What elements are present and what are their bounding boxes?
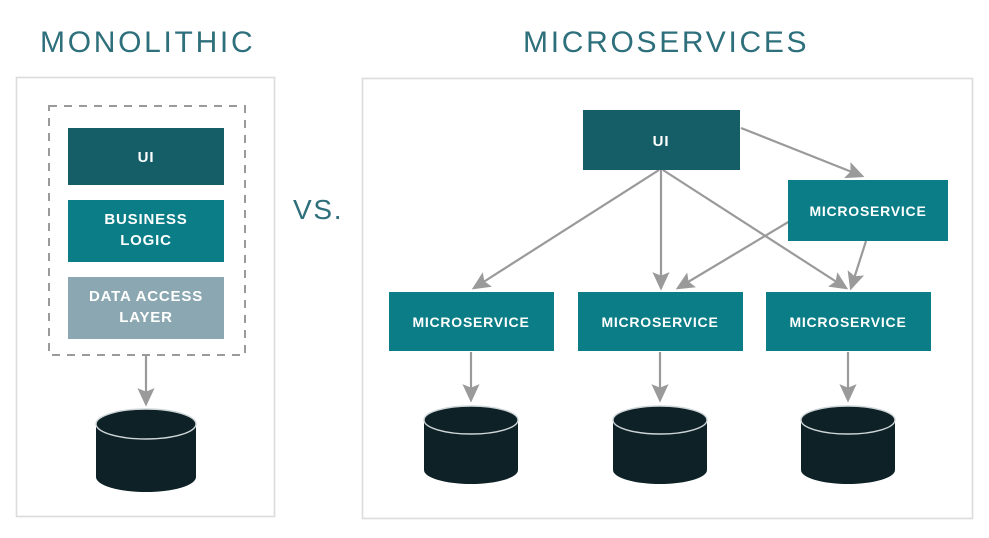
arrow-top-service-to-service-3 [847,240,868,291]
monolith-layer-ui-box [68,128,224,185]
left-panel-title: MONOLITHIC [40,26,255,59]
microservice-1-rect [389,292,554,351]
database-1 [423,405,519,484]
microservices-ui-box-rect [583,110,740,170]
vs-separator-label: VS. [293,194,343,225]
microservice-top-right-rect [788,180,948,241]
microservice-3[interactable]: MICROSERVICE [766,292,931,351]
monolith-layer-data-access[interactable]: DATA ACCESS LAYER [68,277,224,339]
database-3 [800,405,896,484]
monolith-layer-ui[interactable]: UI [68,128,224,185]
arrow-ui-to-service-3 [662,169,849,290]
database-2 [612,405,708,484]
microservice-2-label: MICROSERVICE [601,314,718,330]
arrow-ui-to-top-service [740,126,865,179]
arrow-ui-to-service-1 [471,169,660,290]
monolith-layer-data-access-label-line2: LAYER [119,309,173,326]
monolith-database [95,408,197,492]
microservice-top-right[interactable]: MICROSERVICE [788,180,948,241]
microservices-ui-box[interactable]: UI [583,110,740,170]
microservice-3-rect [766,292,931,351]
arrow-top-service-to-service-2 [675,214,801,290]
monolith-layer-business-logic-label-line2: LOGIC [120,232,172,249]
microservice-1-label: MICROSERVICE [412,314,529,330]
microservices-ui-box-label: UI [653,133,670,150]
monolith-layer-data-access-box [68,277,224,339]
monolith-layer-business-logic-label-line1: BUSINESS [104,211,187,228]
microservice-2-rect [578,292,743,351]
monolith-boundary-dashed [48,105,246,356]
monolith-layer-business-logic[interactable]: BUSINESS LOGIC [68,200,224,262]
monolith-layer-ui-label: UI [138,149,155,166]
monolith-layer-data-access-label-line1: DATA ACCESS [89,288,203,305]
right-panel-title: MICROSERVICES [523,26,809,59]
microservice-2[interactable]: MICROSERVICE [578,292,743,351]
microservice-top-right-label: MICROSERVICE [809,203,926,219]
microservice-3-label: MICROSERVICE [789,314,906,330]
microservice-1[interactable]: MICROSERVICE [389,292,554,351]
monolith-layer-business-logic-box [68,200,224,262]
